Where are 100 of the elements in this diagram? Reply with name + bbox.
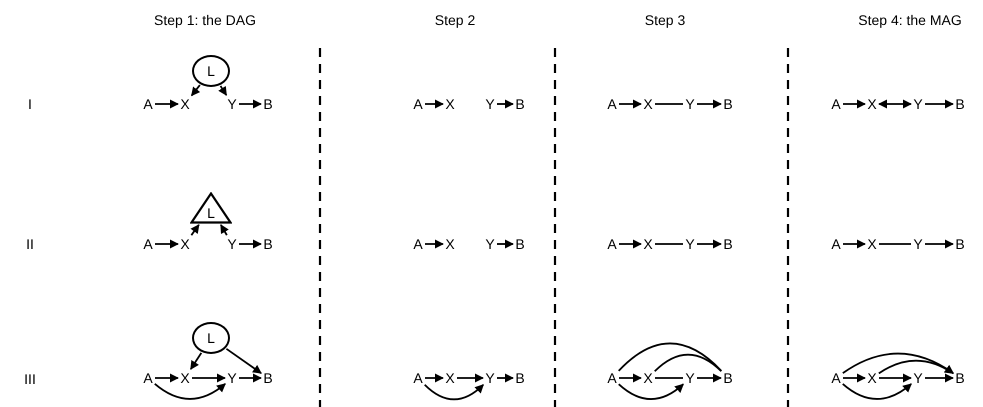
arrow <box>155 240 179 248</box>
variable-label: Y <box>684 96 696 112</box>
variable-label: B <box>722 96 734 112</box>
variable-label: B <box>954 236 966 252</box>
variable-label: X <box>179 236 191 252</box>
variable-label: Y <box>912 370 924 386</box>
arrow <box>192 374 226 382</box>
arrow <box>842 383 912 400</box>
variable-label: Y <box>912 96 924 112</box>
variable-label: Y <box>226 370 238 386</box>
variable-label: A <box>830 236 842 252</box>
arrow <box>190 352 202 370</box>
variable-label: B <box>954 370 966 386</box>
arrow <box>619 100 642 108</box>
variable-label: X <box>444 370 456 386</box>
arrow <box>879 374 912 382</box>
row-label: I <box>28 96 32 112</box>
variable-label: A <box>412 236 424 252</box>
arrow <box>842 352 954 374</box>
arrow <box>154 383 226 400</box>
variable-label: B <box>722 236 734 252</box>
arrow <box>239 100 262 108</box>
connector-line <box>654 354 722 372</box>
double-headed-arrow <box>878 100 912 108</box>
arrow <box>218 85 228 96</box>
arrow <box>220 224 229 236</box>
variable-label: A <box>606 96 618 112</box>
arrow <box>619 374 642 382</box>
variable-label: Y <box>484 370 496 386</box>
variable-label: A <box>830 96 842 112</box>
variable-label: X <box>444 96 456 112</box>
arrow <box>424 384 484 400</box>
arrow <box>843 100 866 108</box>
arrow <box>619 240 642 248</box>
connector-line <box>879 243 911 245</box>
ellipse-node: L <box>192 55 230 87</box>
variable-label: A <box>606 236 618 252</box>
variable-label: Y <box>484 236 496 252</box>
arrow <box>425 240 444 248</box>
variable-label: A <box>142 370 154 386</box>
arrow <box>497 100 514 108</box>
variable-label: B <box>262 370 274 386</box>
variable-label: Y <box>684 236 696 252</box>
variable-label: A <box>142 236 154 252</box>
arrow <box>226 348 262 374</box>
arrow <box>425 100 444 108</box>
connector-line <box>618 342 722 372</box>
variable-label: Y <box>684 370 696 386</box>
variable-label: Y <box>484 96 496 112</box>
arrow <box>239 374 262 382</box>
variable-label: Y <box>226 236 238 252</box>
arrow <box>925 100 954 108</box>
row-label: II <box>26 236 34 252</box>
variable-label: A <box>830 370 842 386</box>
arrow <box>697 374 722 382</box>
connector-line <box>655 243 683 245</box>
arrow <box>457 374 484 382</box>
arrow <box>925 374 954 382</box>
arrow <box>843 374 866 382</box>
variable-label: B <box>262 236 274 252</box>
arrow <box>878 360 954 374</box>
connector-line <box>655 377 683 379</box>
variable-label: X <box>642 236 654 252</box>
column-heading: Step 3 <box>644 12 686 28</box>
arrow <box>239 240 262 248</box>
variable-label: X <box>179 96 191 112</box>
variable-label: X <box>866 370 878 386</box>
arrow <box>925 240 954 248</box>
variable-label: A <box>606 370 618 386</box>
variable-label: B <box>514 236 526 252</box>
variable-label: A <box>412 370 424 386</box>
column-heading: Step 1: the DAG <box>154 12 256 28</box>
connector-line <box>655 103 683 105</box>
variable-label: X <box>444 236 456 252</box>
arrow <box>497 374 514 382</box>
variable-label: B <box>514 370 526 386</box>
ellipse-node: L <box>192 322 230 354</box>
arrow <box>697 240 722 248</box>
arrow <box>843 240 866 248</box>
variable-label: Y <box>912 236 924 252</box>
variable-label: B <box>954 96 966 112</box>
variable-label: A <box>412 96 424 112</box>
column-heading: Step 2 <box>434 12 476 28</box>
variable-label: B <box>262 96 274 112</box>
variable-label: B <box>514 96 526 112</box>
variable-label: X <box>642 96 654 112</box>
variable-label: B <box>722 370 734 386</box>
row-label: III <box>24 371 36 387</box>
triangle-node: L <box>190 192 232 224</box>
arrow <box>155 374 179 382</box>
variable-label: X <box>866 96 878 112</box>
arrow <box>190 84 201 96</box>
variable-label: Y <box>226 96 238 112</box>
column-heading: Step 4: the MAG <box>858 12 962 28</box>
variable-label: X <box>866 236 878 252</box>
variable-label: X <box>179 370 191 386</box>
arrow <box>697 100 722 108</box>
variable-label: A <box>142 96 154 112</box>
arrow <box>497 240 514 248</box>
arrow <box>618 384 684 400</box>
